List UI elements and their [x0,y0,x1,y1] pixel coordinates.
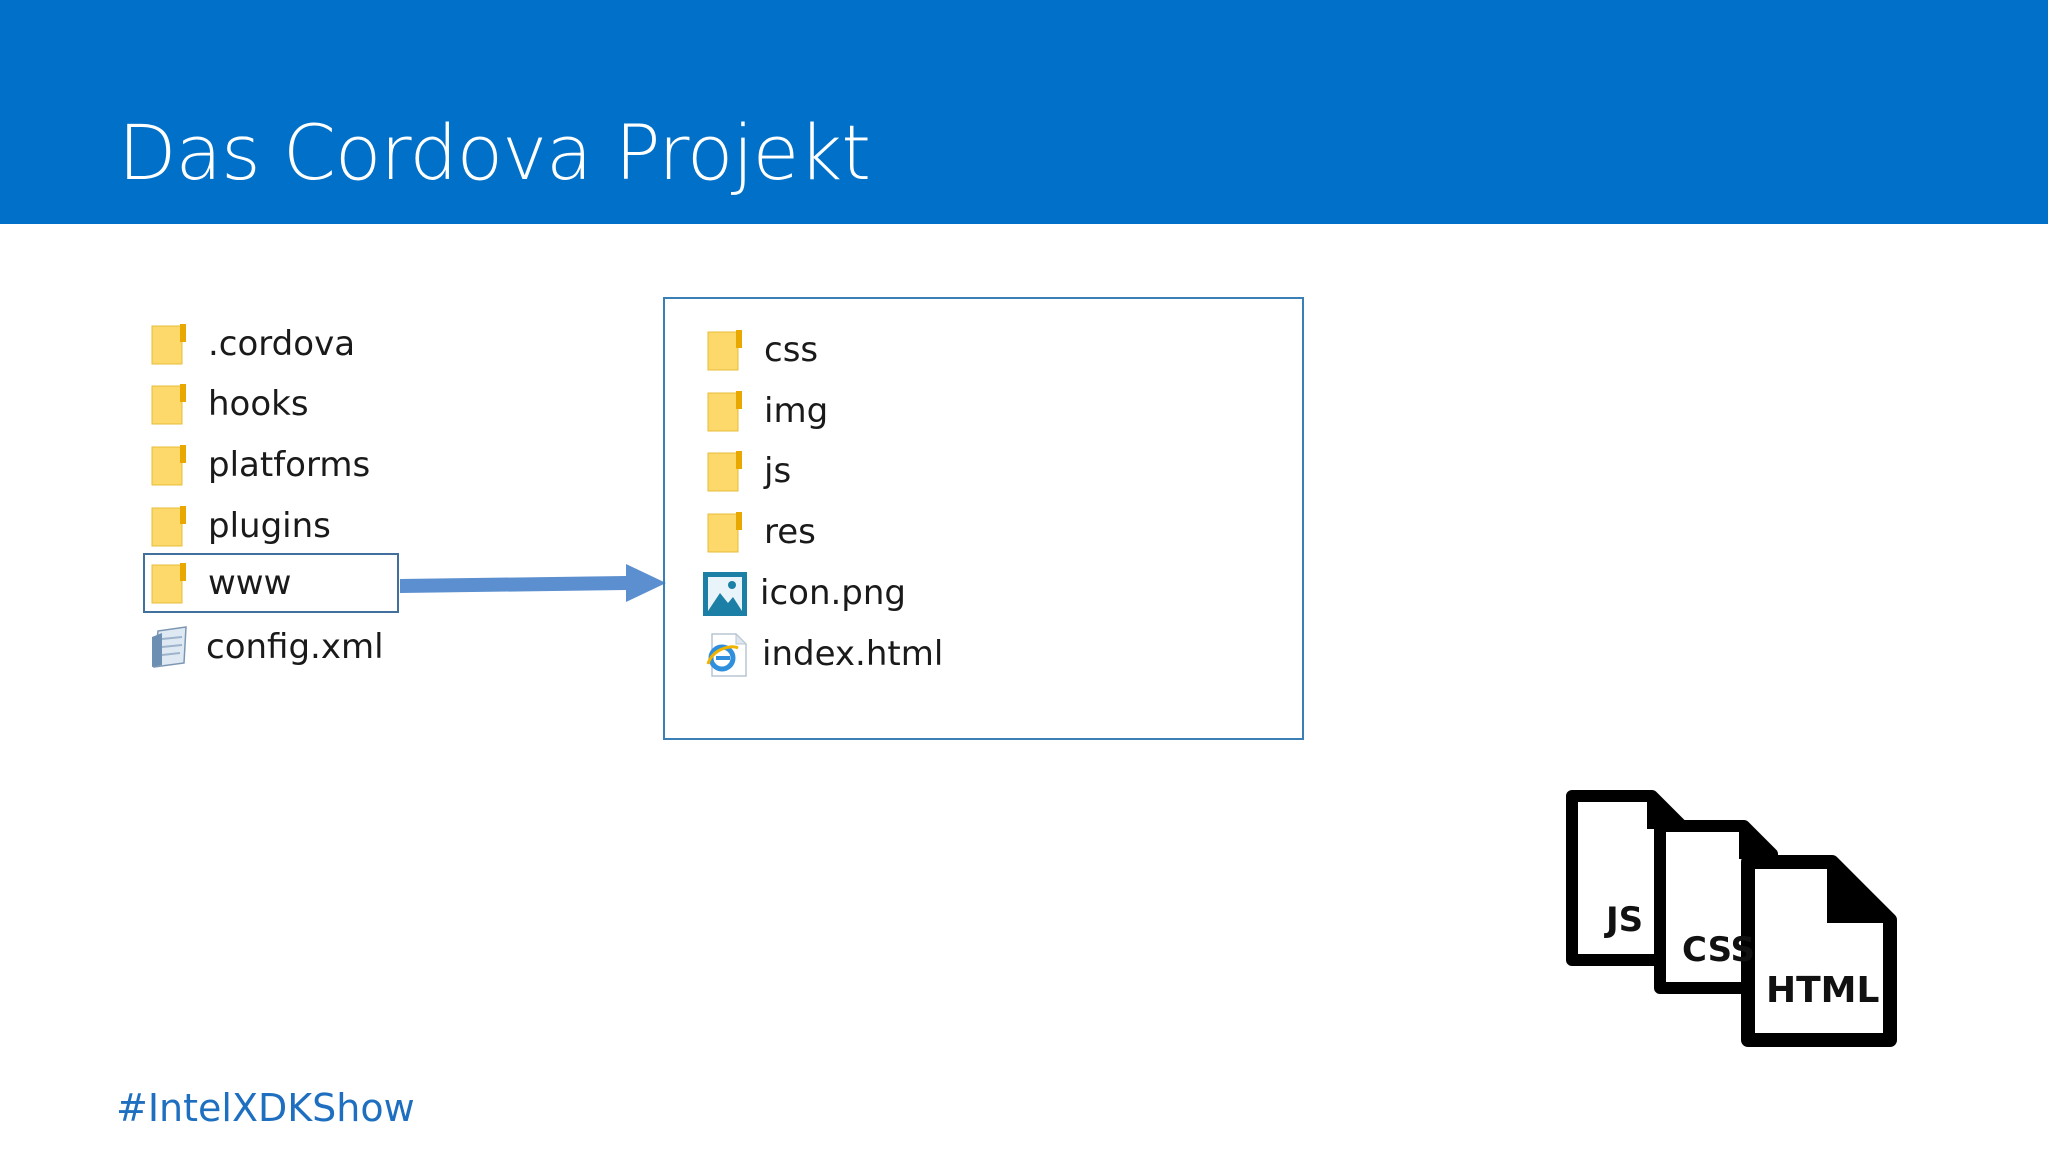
tree-item-label: config.xml [206,627,384,667]
www-item-label: res [764,512,816,552]
www-item-label: index.html [762,634,944,674]
image-file-icon [702,571,747,616]
www-item-js[interactable]: js [706,441,791,501]
folder-icon [706,389,746,433]
tree-item-config-xml[interactable]: config.xml [148,617,384,677]
tree-item-cordova[interactable]: .cordova [150,314,355,374]
xml-file-icon [148,625,188,669]
www-item-img[interactable]: img [706,381,828,441]
www-contents-panel [663,297,1304,740]
folder-icon [150,382,190,426]
hashtag-footer: #IntelXDKShow [116,1086,415,1130]
slide-title: Das Cordova Projekt [118,108,871,197]
www-item-icon-png[interactable]: icon.png [702,563,906,623]
folder-icon [150,561,190,605]
folder-icon [706,510,746,554]
css-label: CSS [1682,930,1756,970]
arrow-right-icon [400,564,666,602]
www-item-label: js [764,451,792,491]
selected-item-highlight [143,553,399,613]
folder-icon [150,322,190,366]
tree-item-platforms[interactable]: platforms [150,435,370,495]
folder-icon [706,449,746,493]
www-item-css[interactable]: css [706,320,818,380]
folder-icon [150,443,190,487]
header-bar: Das Cordova Projekt [0,0,2048,224]
www-item-res[interactable]: res [706,502,816,562]
www-item-label: icon.png [760,573,907,613]
tree-item-label: plugins [208,506,331,546]
tree-item-www[interactable]: www [150,553,291,613]
www-item-index-html[interactable]: index.html [704,624,943,684]
folder-icon [150,504,190,548]
html-label: HTML [1766,970,1880,1011]
tree-item-label: platforms [208,445,371,485]
www-item-label: img [764,391,829,431]
folder-icon [706,328,746,372]
js-label: JS [1606,900,1644,940]
tree-item-label: hooks [208,384,309,424]
www-item-label: css [764,330,819,370]
tree-item-hooks[interactable]: hooks [150,374,309,434]
tree-item-plugins[interactable]: plugins [150,496,331,556]
html-document-icon [1741,855,1897,1047]
html-file-icon [704,632,748,677]
tree-item-label: .cordova [208,324,356,364]
tree-item-label: www [208,563,292,603]
